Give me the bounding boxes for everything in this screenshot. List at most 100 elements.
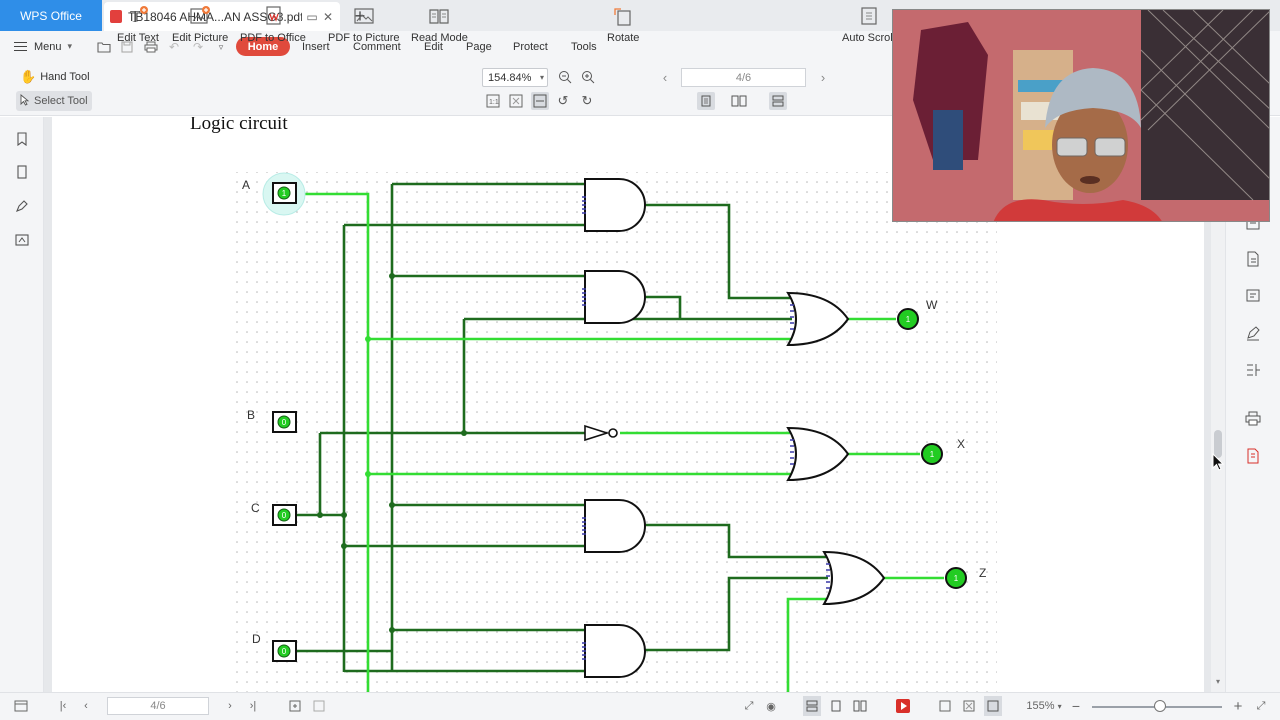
back-view-icon[interactable] [286, 692, 304, 720]
next-page-icon[interactable]: › [228, 700, 232, 712]
scroll-down-icon[interactable]: ▾ [1215, 676, 1220, 686]
edit-comment-icon[interactable] [1244, 287, 1262, 305]
document-tab[interactable]: TB18046 AHMA...AN ASSG3.pdf ▭ ✕ [104, 2, 340, 31]
output-w-value: 1 [906, 315, 911, 324]
pdf-to-picture-button[interactable]: PDF to Picture [328, 4, 400, 52]
sidebar-toggle-icon[interactable] [10, 692, 32, 720]
single-page-mode-icon[interactable] [827, 692, 845, 720]
zoom-out-icon[interactable] [556, 68, 574, 86]
plus-icon: + [354, 5, 366, 26]
customize-quick-access-icon[interactable]: ▿ [218, 41, 224, 52]
page-number-input[interactable]: 4/6 [681, 68, 806, 87]
rotate-right-icon[interactable]: ↻ [581, 93, 593, 108]
convert-document-icon[interactable] [1244, 250, 1262, 268]
new-tab-button[interactable]: + [348, 4, 372, 28]
signature-pen-icon[interactable] [1244, 324, 1262, 342]
forward-view-icon[interactable] [310, 692, 328, 720]
fullscreen-icon[interactable]: ⤢ [1256, 699, 1266, 712]
mouse-cursor-icon [1212, 453, 1224, 471]
output-z-label: Z [979, 566, 986, 580]
fit-width-icon[interactable] [531, 92, 549, 110]
tab-home[interactable]: Home [236, 37, 290, 56]
status-zoom-select[interactable]: 155% ▾ [1022, 692, 1066, 720]
pdf-to-office-label: PDF to Office [240, 32, 306, 44]
hand-tool-button[interactable]: ✋ Hand Tool [16, 67, 94, 87]
bookmark-icon[interactable] [14, 131, 30, 147]
continuous-mode-icon[interactable] [803, 696, 821, 716]
document-viewport[interactable]: Logic circuit [44, 117, 1211, 692]
continuous-scroll-icon[interactable] [769, 92, 787, 110]
save-icon[interactable] [119, 39, 135, 55]
open-folder-icon[interactable] [96, 39, 112, 55]
edit-picture-button[interactable]: Edit Picture [172, 4, 228, 52]
previous-page-icon[interactable]: ‹ [662, 69, 668, 85]
fit-page-icon[interactable] [507, 92, 525, 110]
wires-dark [296, 182, 828, 673]
tab-tools[interactable]: Tools [571, 31, 597, 62]
edit-text-label: Edit Text [117, 32, 159, 44]
chevron-down-icon: ▾ [1057, 701, 1062, 711]
play-slideshow-button[interactable] [896, 699, 910, 713]
tab-insert[interactable]: Insert [302, 31, 330, 62]
zoom-select[interactable]: 154.84% ▾ [482, 68, 548, 87]
status-page-value: 4/6 [150, 700, 166, 712]
rotate-button[interactable]: Rotate [607, 4, 639, 52]
last-page-icon[interactable]: ›| [249, 700, 257, 712]
print-icon[interactable] [1244, 410, 1262, 428]
gate-pin-marks [582, 196, 830, 660]
wps-office-tab[interactable]: WPS Office [0, 0, 102, 31]
hamburger-icon [14, 42, 27, 51]
edit-text-button[interactable]: T Edit Text [117, 4, 159, 52]
zoom-slider-handle[interactable] [1154, 700, 1166, 712]
rotate-left-icon[interactable]: ↺ [557, 93, 569, 108]
eye-protection-icon[interactable]: ◉ [766, 700, 776, 713]
select-tool-button[interactable]: Select Tool [16, 91, 92, 111]
actual-size-status-icon[interactable] [936, 692, 954, 720]
tab-comment-label: Comment [353, 40, 401, 53]
webcam-video-overlay [892, 9, 1270, 222]
scrollbar-thumb[interactable] [1214, 430, 1222, 458]
input-a-label: A [242, 178, 250, 192]
pdf-to-office-icon [261, 4, 285, 28]
cursor-arrow-icon [20, 93, 30, 109]
tab-protect[interactable]: Protect [513, 31, 548, 62]
pdf-tools-icon[interactable] [1244, 447, 1262, 465]
fit-width-status-icon[interactable] [984, 696, 1002, 716]
print-icon[interactable] [143, 39, 159, 55]
auto-scroll-button[interactable]: Auto Scroll [842, 4, 895, 52]
compare-icon[interactable] [1244, 361, 1262, 379]
read-mode-button[interactable]: Read Mode [411, 4, 468, 52]
two-page-icon[interactable] [730, 92, 748, 110]
page-title: Logic circuit [190, 117, 288, 134]
close-tab-icon[interactable]: ✕ [322, 9, 334, 24]
status-page-input[interactable]: 4/6 [107, 697, 209, 715]
annotation-icon[interactable] [14, 198, 30, 214]
thumbnails-icon[interactable] [14, 164, 30, 180]
tab-edit[interactable]: Edit [424, 31, 443, 62]
main-menu-button[interactable]: Menu ▾ [14, 31, 72, 62]
next-page-icon[interactable]: › [820, 69, 826, 85]
dual-page-mode-icon[interactable] [851, 692, 869, 720]
tab-page[interactable]: Page [466, 31, 492, 62]
attachment-icon[interactable] [14, 232, 30, 248]
redo-icon[interactable]: ↷ [192, 40, 204, 54]
zoom-in-status-icon[interactable]: + [1233, 697, 1243, 715]
undo-icon[interactable]: ↶ [168, 40, 180, 54]
first-page-icon[interactable]: |‹ [59, 700, 67, 712]
not-gate [584, 424, 618, 442]
zoom-out-status-icon[interactable]: − [1071, 698, 1081, 714]
vertical-scrollbar[interactable]: ▾ [1211, 117, 1225, 692]
zoom-in-icon[interactable] [579, 68, 597, 86]
select-tool-label: Select Tool [34, 95, 88, 107]
prev-page-icon[interactable]: ‹ [84, 700, 88, 712]
restore-window-icon[interactable]: ▭ [306, 9, 318, 24]
output-leds [897, 308, 967, 589]
webcam-hanging-clothes [913, 22, 988, 160]
fit-page-status-icon[interactable] [960, 692, 978, 720]
tab-comment[interactable]: Comment [353, 31, 401, 62]
single-page-icon[interactable] [697, 92, 715, 110]
actual-size-icon[interactable]: 1:1 [484, 92, 502, 110]
webcam-window [1141, 10, 1269, 200]
fit-screen-icon[interactable]: ⤢ [744, 699, 754, 712]
pdf-to-office-button[interactable]: PDF to Office [240, 4, 306, 52]
